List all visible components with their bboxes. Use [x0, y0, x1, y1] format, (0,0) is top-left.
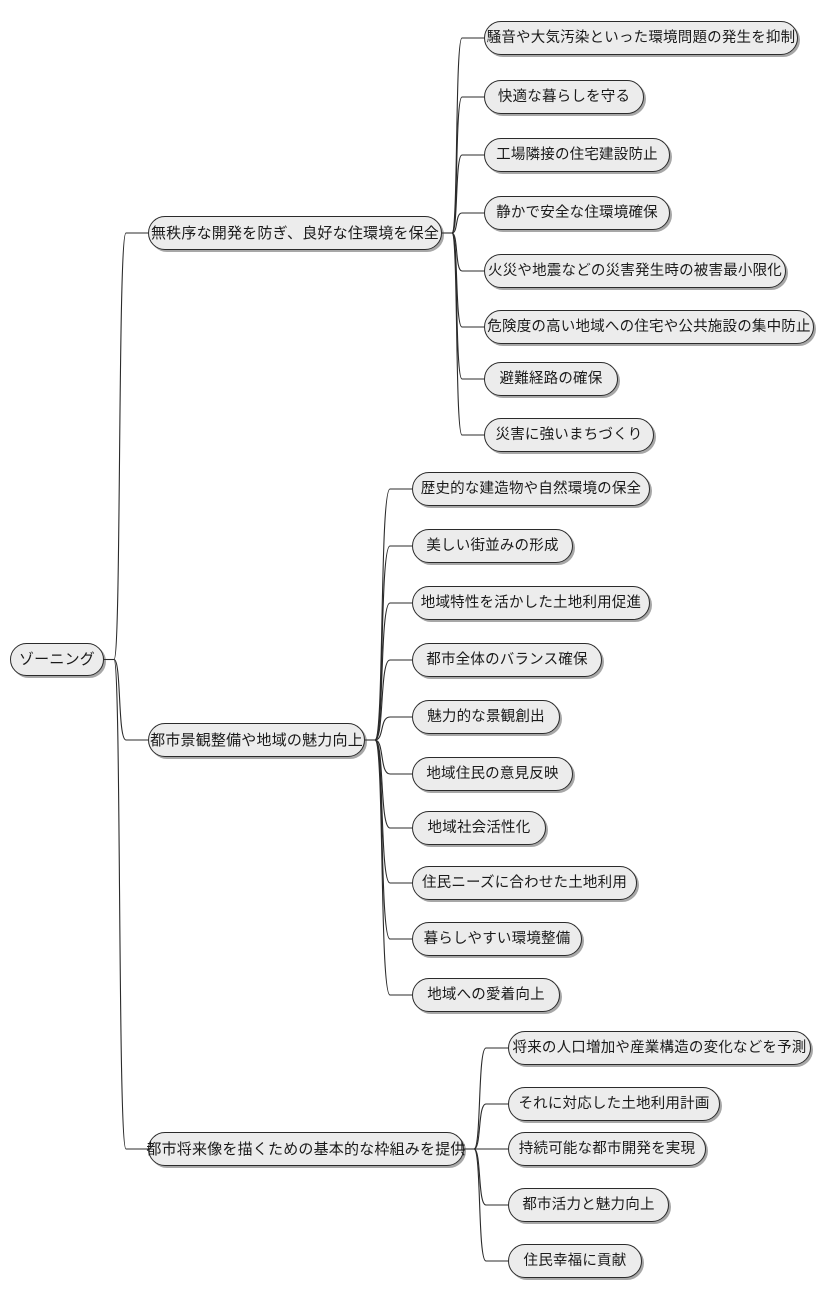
node-label: 美しい街並みの形成	[426, 537, 559, 554]
branch-node-3[interactable]: 都市将来像を描くための基本的な枠組みを提供	[146, 1132, 466, 1166]
edge-branch-2-to-leaf-8	[374, 739, 412, 884]
node-label: 火災や地震などの災害発生時の被害最小限化	[488, 262, 782, 279]
edge-branch-1-to-leaf-2	[451, 96, 484, 234]
edge-branch-2-to-leaf-6	[374, 739, 412, 775]
edge-branch-2-to-leaf-2	[374, 545, 412, 741]
node-label: 都市将来像を描くための基本的な枠組みを提供	[146, 1139, 466, 1158]
edge-branch-2-to-leaf-1	[374, 488, 412, 741]
leaf-node-2-6[interactable]: 地域住民の意見反映	[412, 757, 573, 791]
edge-root-to-branch-2	[113, 658, 148, 741]
node-label: 都市景観整備や地域の魅力向上	[150, 730, 363, 749]
node-label: 災害に強いまちづくり	[495, 426, 643, 443]
leaf-node-3-1[interactable]: 将来の人口増加や産業構造の変化などを予測	[508, 1031, 811, 1065]
branch-node-1[interactable]: 無秩序な開発を防ぎ、良好な住環境を保全	[148, 216, 442, 250]
leaf-node-2-7[interactable]: 地域社会活性化	[412, 811, 546, 845]
edge-branch-2-to-leaf-4	[374, 659, 412, 741]
edge-branch-1-to-leaf-7	[451, 232, 484, 380]
leaf-node-1-5[interactable]: 火災や地震などの災害発生時の被害最小限化	[484, 254, 786, 288]
root-node[interactable]: ゾーニング	[10, 643, 104, 676]
node-label: 工場隣接の住宅建設防止	[496, 146, 658, 163]
node-label: 地域特性を活かした土地利用促進	[420, 594, 642, 611]
edge-branch-2-to-leaf-5	[374, 716, 412, 741]
leaf-node-1-8[interactable]: 災害に強いまちづくり	[484, 418, 654, 452]
node-label: 静かで安全な住環境確保	[496, 204, 658, 221]
node-label: 将来の人口増加や産業構造の変化などを予測	[512, 1039, 807, 1056]
leaf-node-1-2[interactable]: 快適な暮らしを守る	[484, 80, 644, 114]
edge-branch-1-to-leaf-6	[451, 232, 484, 328]
leaf-node-1-6[interactable]: 危険度の高い地域への住宅や公共施設の集中防止	[484, 310, 814, 344]
edge-branch-3-to-leaf-4	[473, 1148, 508, 1206]
node-label: 都市活力と魅力向上	[522, 1196, 655, 1213]
leaf-node-2-1[interactable]: 歴史的な建造物や自然環境の保全	[412, 472, 650, 506]
leaf-node-3-5[interactable]: 住民幸福に貢献	[508, 1244, 642, 1278]
node-label: 歴史的な建造物や自然環境の保全	[420, 480, 642, 497]
edge-branch-1-to-leaf-5	[451, 232, 484, 272]
node-label: 地域への愛着向上	[427, 986, 545, 1003]
node-label: 住民ニーズに合わせた土地利用	[421, 874, 628, 891]
edge-branch-2-to-leaf-10	[374, 739, 412, 996]
node-label: 地域社会活性化	[427, 819, 531, 836]
node-label: ゾーニング	[18, 650, 95, 668]
edge-branch-3-to-leaf-2	[473, 1103, 508, 1150]
edge-branch-1-to-leaf-1	[451, 37, 484, 234]
edge-branch-2-to-leaf-3	[374, 602, 412, 741]
node-label: 快適な暮らしを守る	[497, 88, 631, 105]
node-label: それに対応した土地利用計画	[518, 1095, 710, 1112]
node-label: 危険度の高い地域への住宅や公共施設の集中防止	[487, 318, 811, 335]
edge-branch-3-to-leaf-1	[473, 1047, 508, 1150]
leaf-node-1-7[interactable]: 避難経路の確保	[484, 362, 618, 396]
leaf-node-3-2[interactable]: それに対応した土地利用計画	[508, 1087, 720, 1121]
node-label: 住民幸福に貢献	[523, 1252, 627, 1269]
leaf-node-2-8[interactable]: 住民ニーズに合わせた土地利用	[412, 866, 637, 900]
node-label: 無秩序な開発を防ぎ、良好な住環境を保全	[150, 223, 440, 242]
node-label: 地域住民の意見反映	[426, 765, 559, 782]
node-label: 避難経路の確保	[499, 370, 603, 387]
leaf-node-2-3[interactable]: 地域特性を活かした土地利用促進	[412, 586, 650, 620]
node-label: 持続可能な都市開発を実現	[518, 1140, 696, 1157]
node-label: 魅力的な景観創出	[427, 708, 545, 725]
edge-root-to-branch-3	[113, 658, 148, 1150]
node-label: 都市全体のバランス確保	[426, 651, 588, 668]
leaf-node-1-1[interactable]: 騒音や大気汚染といった環境問題の発生を抑制	[484, 21, 798, 55]
leaf-node-2-10[interactable]: 地域への愛着向上	[412, 978, 560, 1012]
edge-branch-3-to-leaf-5	[473, 1148, 508, 1262]
edge-branch-2-to-leaf-9	[374, 739, 412, 940]
edge-branch-1-to-leaf-8	[451, 232, 484, 436]
edge-branch-1-to-leaf-3	[451, 154, 484, 234]
node-label: 暮らしやすい環境整備	[423, 930, 571, 947]
edge-root-to-branch-1	[113, 232, 148, 661]
leaf-node-2-4[interactable]: 都市全体のバランス確保	[412, 643, 602, 677]
leaf-node-3-4[interactable]: 都市活力と魅力向上	[508, 1188, 669, 1222]
leaf-node-3-3[interactable]: 持続可能な都市開発を実現	[508, 1132, 706, 1166]
leaf-node-2-2[interactable]: 美しい街並みの形成	[412, 529, 573, 563]
node-label: 騒音や大気汚染といった環境問題の発生を抑制	[486, 29, 796, 46]
leaf-node-2-5[interactable]: 魅力的な景観創出	[412, 700, 560, 734]
edge-branch-1-to-leaf-4	[451, 212, 484, 234]
leaf-node-1-4[interactable]: 静かで安全な住環境確保	[484, 196, 670, 230]
branch-node-2[interactable]: 都市景観整備や地域の魅力向上	[148, 723, 365, 757]
leaf-node-2-9[interactable]: 暮らしやすい環境整備	[412, 922, 582, 956]
edge-branch-2-to-leaf-7	[374, 739, 412, 829]
leaf-node-1-3[interactable]: 工場隣接の住宅建設防止	[484, 138, 670, 172]
